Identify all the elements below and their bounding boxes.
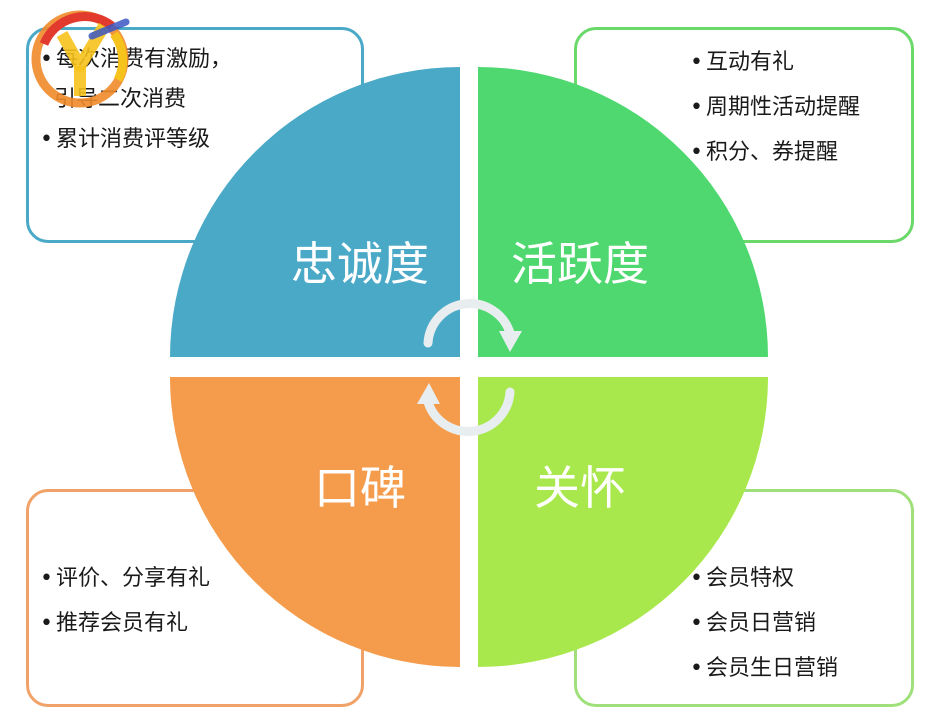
list-item: 会员生日营销 — [690, 646, 838, 691]
quadrant-loyalty — [170, 67, 460, 357]
list-item: 推荐会员有礼 — [40, 601, 210, 646]
list-item: 互动有礼 — [690, 40, 860, 85]
label-word-of-mouth: 口碑 — [314, 461, 406, 515]
list-activity: 互动有礼 周期性活动提醒 积分、券提醒 — [690, 40, 860, 175]
quadrant-word-of-mouth — [170, 377, 460, 667]
list-item: 积分、券提醒 — [690, 130, 860, 175]
list-item: 会员日营销 — [690, 601, 838, 646]
list-care: 会员特权 会员日营销 会员生日营销 — [690, 556, 838, 691]
logo-icon — [31, 10, 130, 108]
list-item: 评价、分享有礼 — [40, 556, 210, 601]
list-word-of-mouth: 评价、分享有礼 推荐会员有礼 — [40, 556, 210, 646]
quadrant-care — [478, 377, 768, 667]
list-item: 周期性活动提醒 — [690, 85, 860, 130]
quadrant-activity — [478, 67, 768, 357]
list-item: 会员特权 — [690, 556, 838, 601]
label-activity: 活跃度 — [511, 237, 649, 291]
label-care: 关怀 — [534, 461, 626, 515]
cycle-arrows-icon — [417, 299, 522, 436]
label-loyalty: 忠诚度 — [291, 237, 429, 291]
list-item: 累计消费评等级 — [40, 120, 232, 160]
